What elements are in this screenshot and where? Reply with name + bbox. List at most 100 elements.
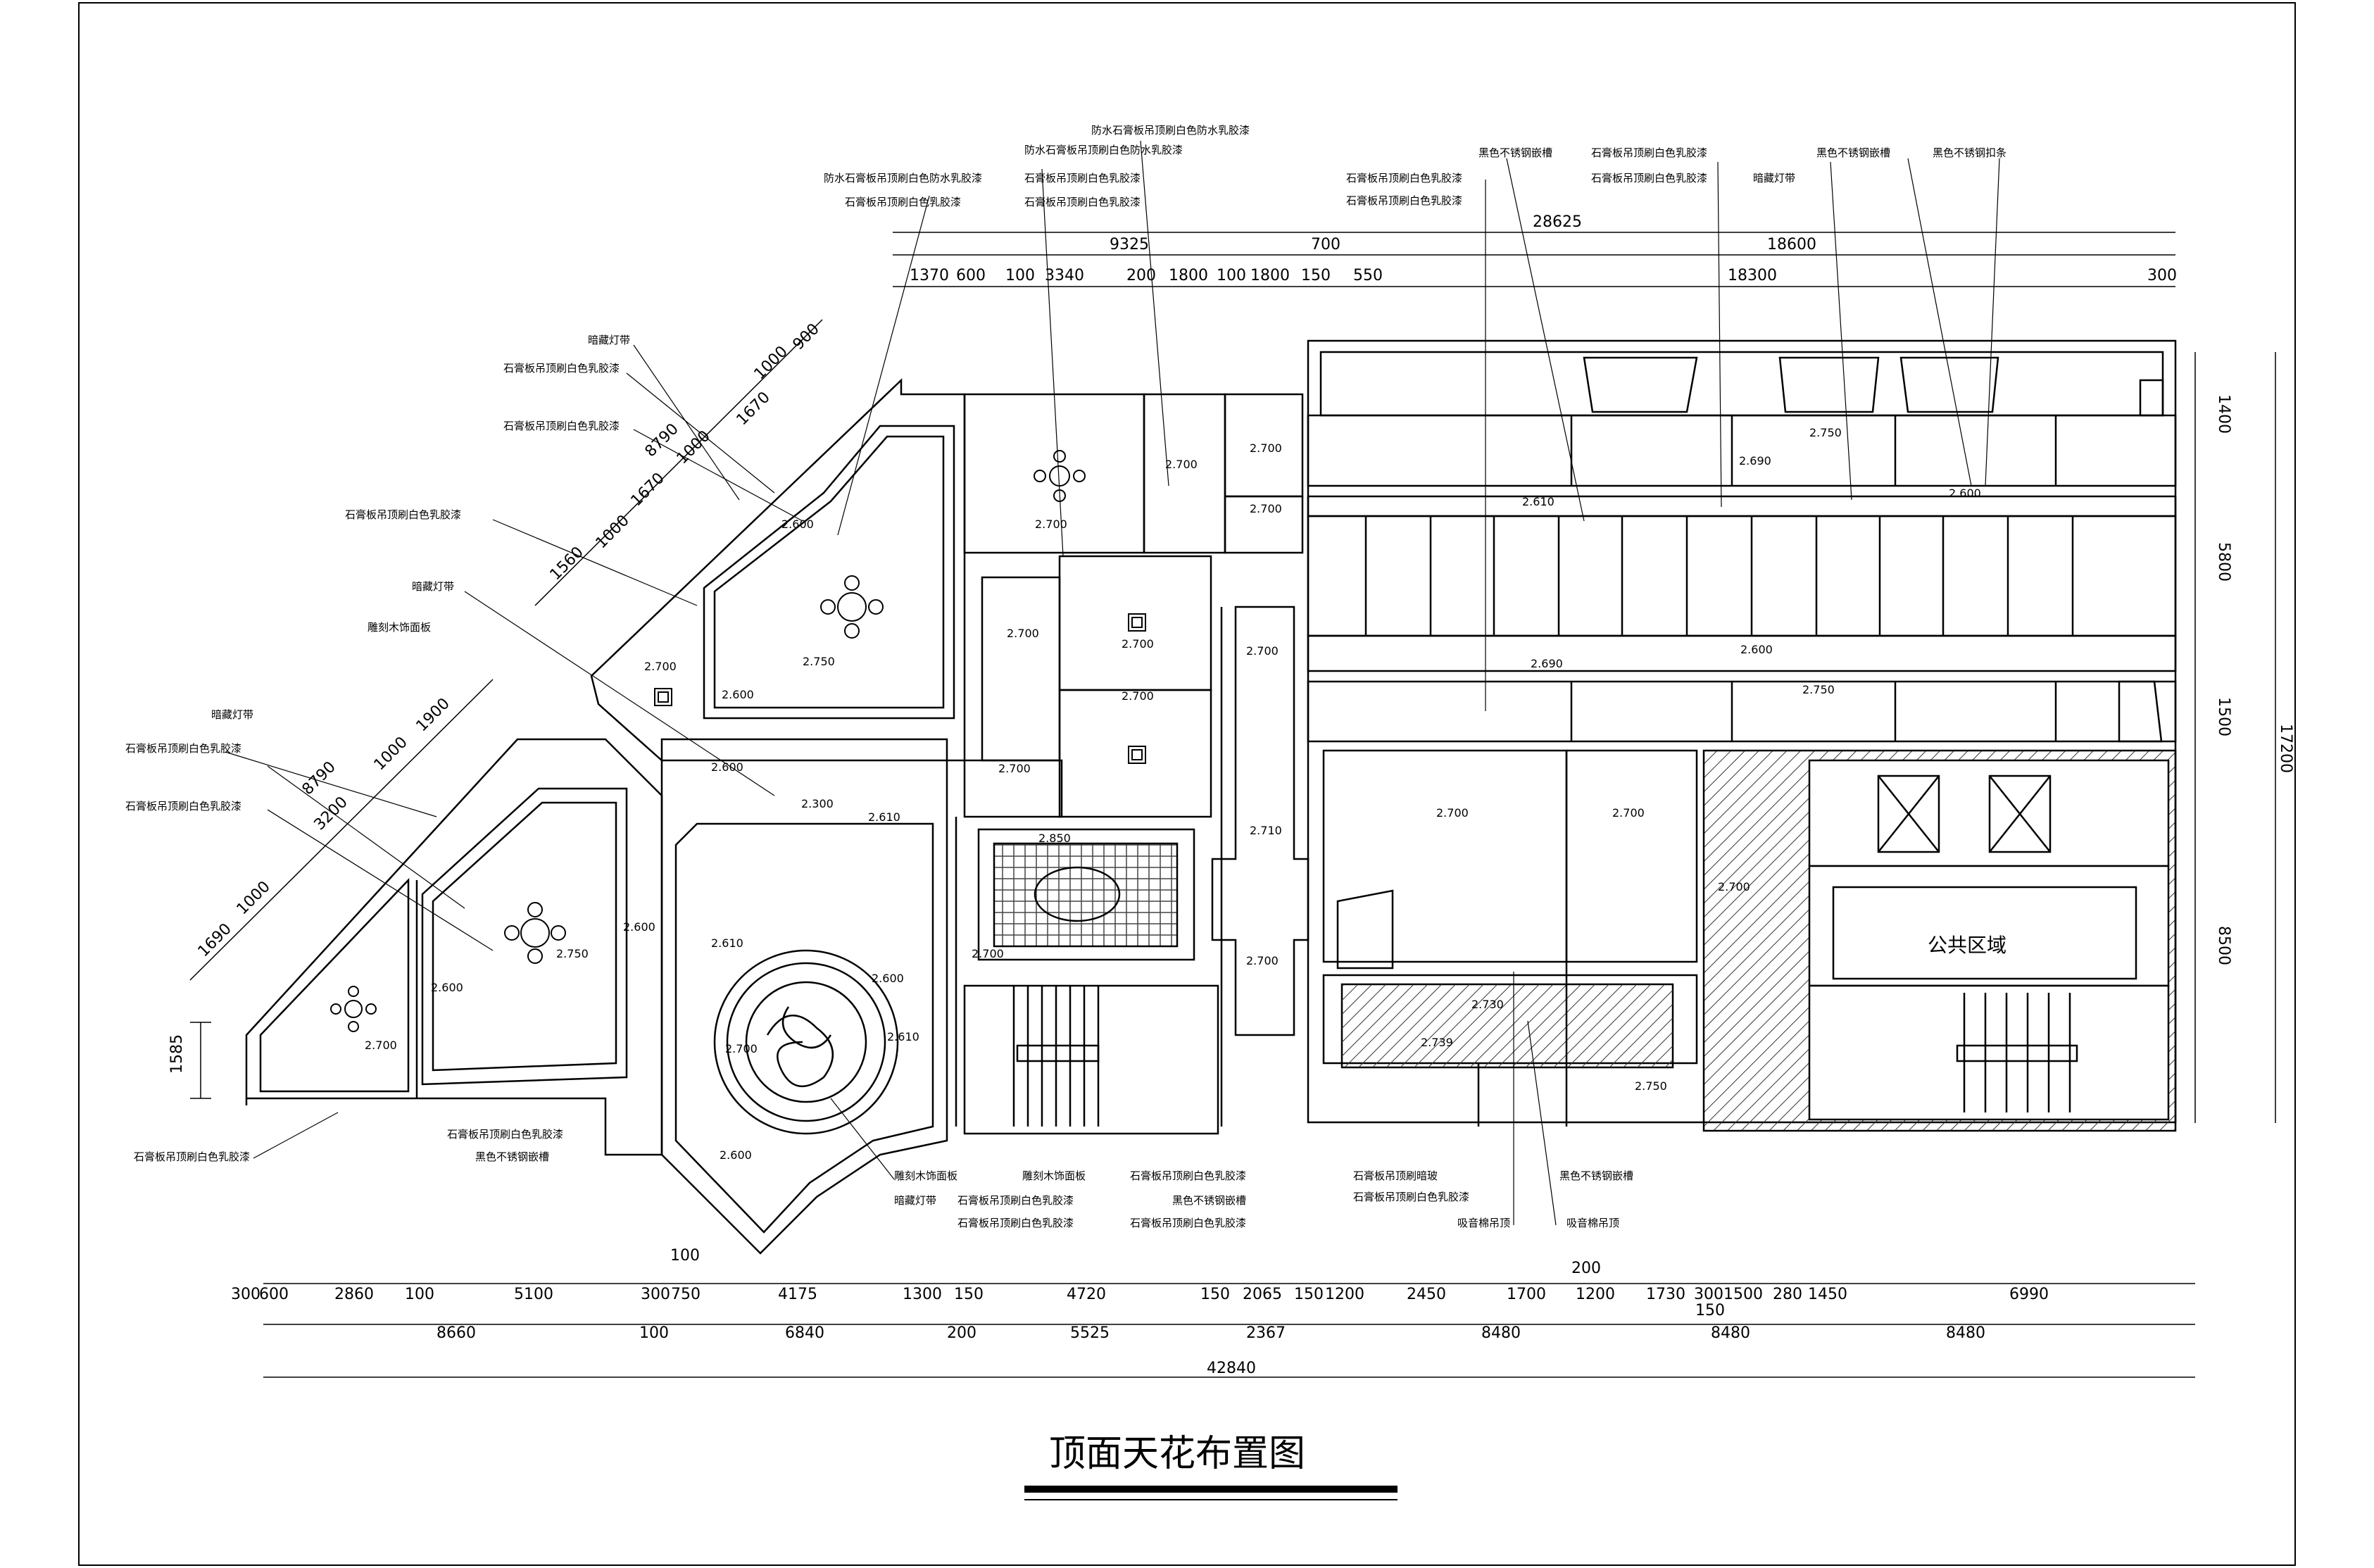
level-2600-i: 2.600 (1740, 643, 1773, 656)
level-2750-a: 2.750 (803, 655, 835, 668)
dim-bottom-2860: 2860 (334, 1286, 374, 1303)
label-top-10: 石膏板吊顶刷白色乳胶漆 (1591, 172, 1707, 184)
label-left-9: 石膏板吊顶刷白色乳胶漆 (134, 1150, 250, 1163)
label-left-2: 石膏板吊顶刷白色乳胶漆 (503, 420, 620, 432)
label-top-11: 暗藏灯带 (1753, 172, 1795, 184)
label-bottom-4: 雕刻木饰面板 (1022, 1169, 1086, 1182)
label-left-8: 石膏板吊顶刷白色乳胶漆 (125, 800, 241, 813)
label-top-12: 黑色不锈钢嵌槽 (1816, 146, 1890, 159)
dim-top-total: 28625 (1533, 213, 1582, 231)
label-left-0: 暗藏灯带 (588, 334, 630, 346)
label-top-4: 石膏板吊顶刷白色乳胶漆 (845, 196, 961, 208)
dim-bottom-750: 750 (671, 1286, 701, 1303)
dim-bottom-300a: 300 (231, 1286, 260, 1303)
dim-bottom-4175: 4175 (778, 1286, 817, 1303)
level-2700-l: 2.700 (1436, 806, 1469, 820)
level-2700-h: 2.700 (1246, 644, 1279, 658)
level-2700-b: 2.700 (1250, 441, 1282, 455)
dim-bottom-2367: 2367 (1246, 1324, 1286, 1342)
dim-top-18300: 18300 (1728, 267, 1777, 284)
dim-bottom-8660: 8660 (437, 1324, 476, 1342)
level-2690-a: 2.690 (1739, 454, 1771, 468)
dim-bottom-600: 600 (259, 1286, 289, 1303)
level-2700-k: 2.700 (972, 947, 1004, 960)
label-top-2: 防水石膏板吊顶刷白色防水乳胶漆 (824, 172, 982, 184)
dim-bottom-1200a: 1200 (1325, 1286, 1364, 1303)
drawing-title: 顶面天花布置图 (1049, 1433, 1305, 1475)
level-2700-g: 2.700 (1122, 689, 1154, 703)
level-2700-p: 2.700 (365, 1039, 397, 1052)
label-bottom-14: 吸音棉吊顶 (1566, 1217, 1619, 1229)
dim-top-1800b: 1800 (1250, 267, 1290, 284)
label-left-4: 暗藏灯带 (412, 580, 454, 593)
level-2850: 2.850 (1038, 832, 1071, 845)
label-bottom-0: 石膏板吊顶刷白色乳胶漆 (447, 1128, 563, 1141)
dim-left-1585: 1585 (168, 1034, 186, 1074)
dim-bottom-8480c: 8480 (1946, 1324, 1985, 1342)
dim-bottom-8480a: 8480 (1481, 1324, 1521, 1342)
level-2610-b: 2.610 (868, 810, 900, 824)
label-top-6: 黑色不锈钢嵌槽 (1478, 146, 1552, 159)
level-2690-b: 2.690 (1531, 657, 1563, 670)
level-2700-m: 2.700 (1612, 806, 1645, 820)
label-top-0: 防水石膏板吊顶刷白色防水乳胶漆 (1091, 124, 1250, 137)
level-2600-a: 2.600 (781, 518, 814, 531)
label-top-5: 石膏板吊顶刷白色乳胶漆 (1024, 196, 1141, 208)
level-2700-q: 2.700 (725, 1042, 758, 1055)
dim-bottom-300b: 300 (641, 1286, 670, 1303)
dim-bottom-1500: 1500 (1723, 1286, 1763, 1303)
label-bottom-8: 黑色不锈钢嵌槽 (1172, 1194, 1246, 1207)
dim-top-550: 550 (1353, 267, 1383, 284)
label-bottom-12: 黑色不锈钢嵌槽 (1559, 1169, 1633, 1182)
level-2750-c: 2.750 (1809, 426, 1842, 439)
dim-right-1500: 1500 (2215, 697, 2232, 736)
dim-top-1370: 1370 (910, 267, 949, 284)
level-2610-d: 2.610 (887, 1030, 919, 1043)
dim-wing-lower-1000b: 1000 (371, 734, 411, 774)
level-2600-b: 2.600 (722, 688, 754, 701)
dim-top-100: 100 (1005, 267, 1035, 284)
dim-bottom-1200b: 1200 (1576, 1286, 1615, 1303)
dim-top-300: 300 (2147, 267, 2177, 284)
label-bottom-9: 石膏板吊顶刷白色乳胶漆 (1130, 1217, 1246, 1229)
level-2700-n: 2.700 (1718, 880, 1750, 893)
dim-bottom-r2-150: 150 (1695, 1302, 1725, 1319)
lower-wing-walls (245, 738, 663, 1156)
dim-bottom-total: 42840 (1207, 1360, 1256, 1377)
dim-top-3340: 3340 (1045, 267, 1084, 284)
dim-top-700: 700 (1311, 236, 1340, 253)
level-2600-g: 2.600 (720, 1148, 752, 1162)
dim-wing-upper-1670b: 1670 (734, 389, 774, 429)
dim-bottom-5100: 5100 (514, 1286, 553, 1303)
dim-wing-lower-total: 8790 (299, 758, 339, 798)
dim-bottom-5525: 5525 (1070, 1324, 1110, 1342)
level-2610-c: 2.610 (711, 936, 743, 950)
level-2700-j: 2.700 (1246, 954, 1279, 967)
level-2750-d: 2.750 (1802, 683, 1835, 696)
dim-bottom-2065: 2065 (1243, 1286, 1282, 1303)
dim-bottom-300c: 300 (1694, 1286, 1723, 1303)
dim-bottom-8480b: 8480 (1711, 1324, 1750, 1342)
title-underline (1024, 1486, 1398, 1493)
round-ceiling-feature (713, 949, 899, 1135)
label-bottom-3: 暗藏灯带 (894, 1194, 936, 1207)
level-2600-d: 2.600 (623, 920, 655, 934)
dim-right-5800: 5800 (2215, 542, 2232, 582)
dim-wing-upper-1560: 1560 (547, 544, 587, 584)
label-bottom-10: 石膏板吊顶刷暗玻 (1353, 1169, 1438, 1182)
level-2300: 2.300 (801, 797, 834, 810)
level-2730: 2.730 (1471, 998, 1504, 1011)
dim-bottom-1730: 1730 (1646, 1286, 1685, 1303)
level-2600-h: 2.600 (1949, 487, 1981, 500)
label-left-6: 暗藏灯带 (211, 708, 253, 721)
dim-bottom-100a: 100 (405, 1286, 434, 1303)
dim-wing-lower-1900: 1900 (413, 695, 453, 735)
label-bottom-2: 雕刻木饰面板 (894, 1169, 957, 1182)
dim-wing-upper-1000a: 1000 (593, 512, 633, 552)
dim-bottom-150b: 150 (1200, 1286, 1230, 1303)
upper-wing-walls (590, 378, 966, 762)
level-2700-o: 2.700 (644, 660, 677, 673)
level-2600-c: 2.600 (711, 760, 743, 774)
level-2600-e: 2.600 (431, 981, 463, 994)
dim-right-total: 17200 (2277, 724, 2294, 773)
